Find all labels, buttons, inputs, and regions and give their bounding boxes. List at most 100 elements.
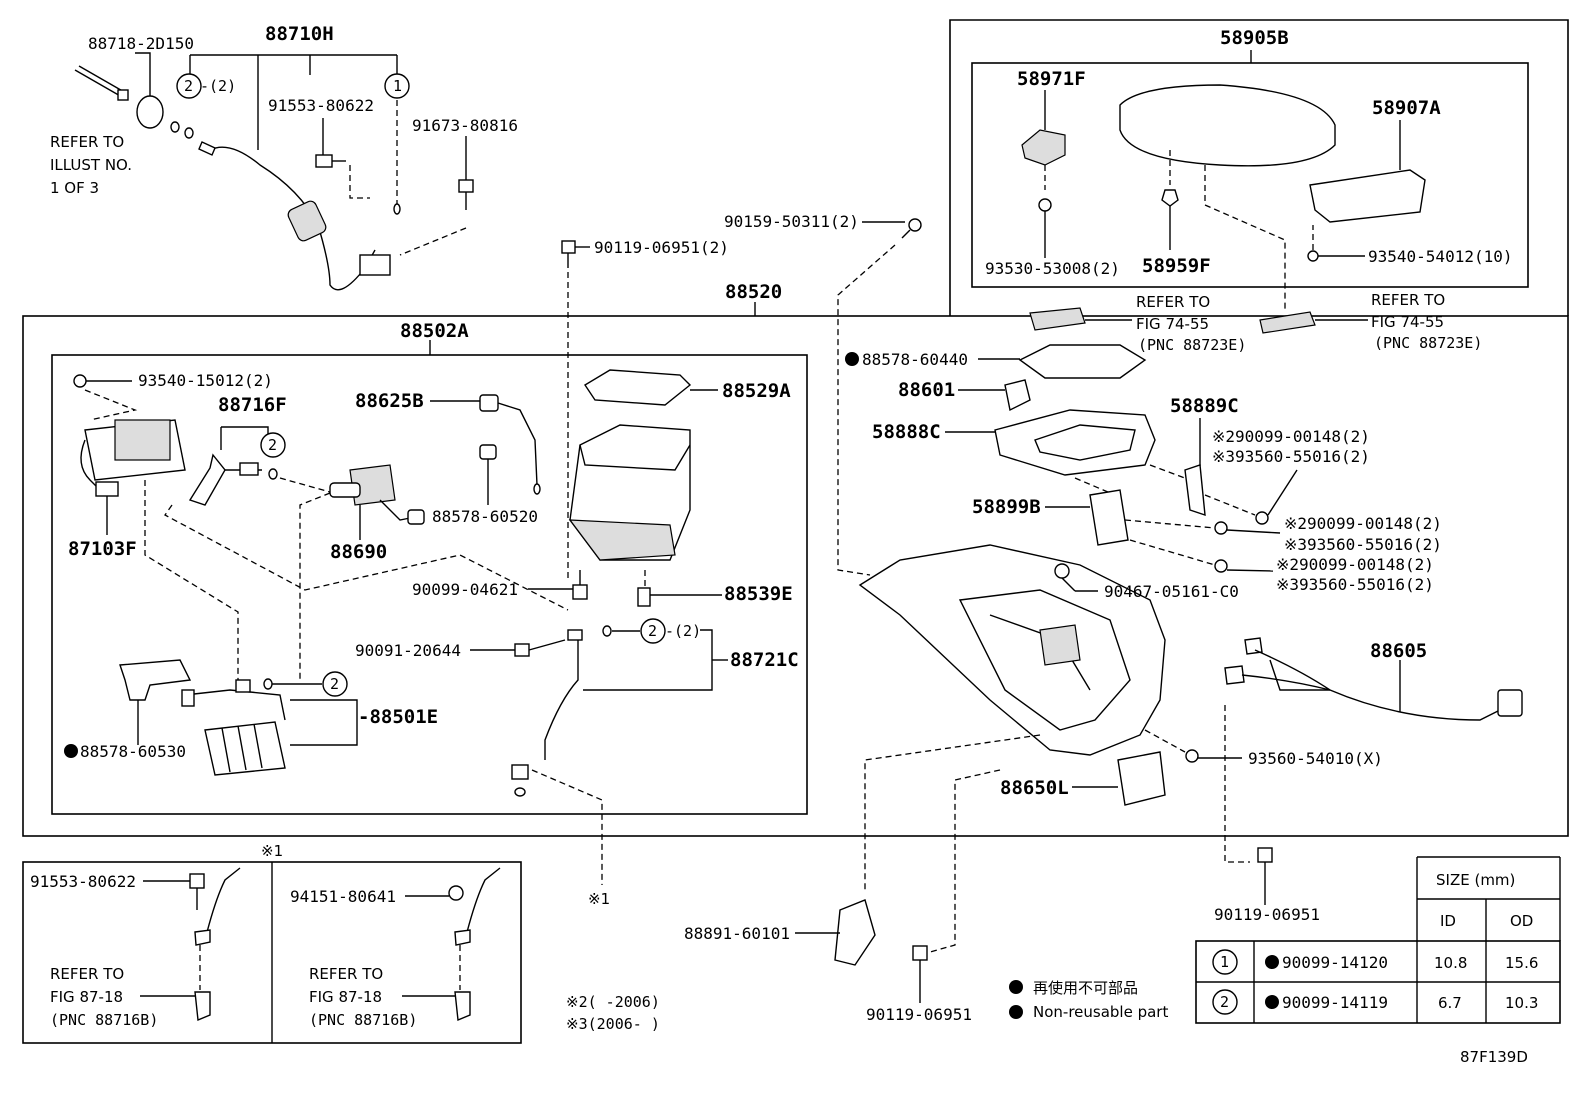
connector-88625B [479,394,499,412]
duct-88578-60530 [119,659,192,701]
label-88718-2D150: 88718-2D150 [88,34,194,53]
nut-icon [448,885,464,901]
circle-mark-2 [322,671,348,697]
label-90159-50311: 90159-50311(2) [724,212,859,231]
label-88578-60440: 88578-60440 [862,350,968,369]
bolt-icon [315,154,333,168]
label-93560-54010: 93560-54010(X) [1248,749,1383,768]
label-r2-a: ※290099-00148(2) [1212,427,1370,446]
size-table-header-od: OD [1510,912,1533,930]
refer-fig-b-2: FIG 74-55 [1371,313,1444,331]
label-58889C: 58889C [1170,395,1239,417]
size-row-id: 6.7 [1438,994,1462,1012]
screw-icon [1307,250,1319,262]
d2-refer-1: REFER TO [309,965,383,983]
assembly-frame-top-right [949,19,1569,316]
refer-fig-b-1: REFER TO [1371,291,1445,309]
connector-icon [287,200,327,242]
label-88710H: 88710H [265,23,334,45]
non-reusable-dot-icon [1265,955,1279,969]
label-90119-06951-2: 90119-06951(2) [594,238,729,257]
console-body-88520 [858,544,1166,756]
refer-line-1: REFER TO [50,133,124,151]
refer-line-3: 1 OF 3 [50,179,99,197]
cable-end-icon [117,89,129,101]
table-mark-2: 2 [1220,993,1229,1011]
size-table-header-id: ID [1440,912,1456,930]
screw-icon [1038,198,1052,212]
clip-90467 [1054,563,1070,579]
bolt-icon [189,873,205,889]
d2-refer-2: FIG 87-18 [309,988,382,1006]
label-58905B: 58905B [1220,27,1289,49]
label-r3-c: ※393560-55016(2) [1276,575,1434,594]
button-58971F [1021,129,1066,166]
harness-88605 [1254,649,1501,721]
diagram-id: 87F139D [1460,1048,1528,1066]
label-93530-53008: 93530-53008(2) [985,259,1120,278]
label-91673-80816: 91673-80816 [412,116,518,135]
label-88578-60530: 88578-60530 [80,742,186,761]
d1-refer-1: REFER TO [50,965,124,983]
bolt-icon [561,240,576,254]
label-r2-b: ※290099-00148(2) [1284,514,1442,533]
label-58959F: 58959F [1142,255,1211,277]
refer-fig-a-3: (PNC 88723E) [1138,336,1246,354]
label-88716F: 88716F [218,394,287,416]
screw-icon [908,218,922,232]
label-90119-06951-r: 90119-06951 [1214,905,1320,924]
qty-label: -(2) [665,622,701,640]
size-row-part: 90099-14120 [1282,953,1388,972]
circle-mark-2 [640,618,666,644]
pad-88723E [1029,307,1086,331]
bracket-58899B [1089,489,1129,546]
label-88891-60101: 88891-60101 [684,924,790,943]
refer-fig-b-3: (PNC 88723E) [1374,334,1482,352]
label-r3-a: ※393560-55016(2) [1212,447,1370,466]
assembly-58905B-frame [971,62,1529,288]
screw-icon [1255,511,1269,525]
module-88650L [1117,751,1166,806]
screw-icon [73,374,87,388]
circle-digit-2: 2 [184,77,193,95]
label-58907A: 58907A [1372,97,1441,119]
label-d2-bolt: 94151-80641 [290,887,396,906]
refer-fig-a-2: FIG 74-55 [1136,315,1209,333]
circle-digit-2: 2 [648,622,657,640]
label-88650L: 88650L [1000,777,1069,799]
label-58971F: 58971F [1017,68,1086,90]
circle-mark-2 [176,73,202,99]
label-r3-b: ※393560-55016(2) [1284,535,1442,554]
clip-58959F [1161,189,1179,207]
size-row-id: 10.8 [1434,954,1467,972]
size-table-title: SIZE (mm) [1436,871,1515,889]
label-93540-54012: 93540-54012(10) [1368,247,1513,266]
legend-jp: 再使用不可部品 [1033,979,1138,997]
screw-icon [1214,521,1228,535]
label-88625B: 88625B [355,390,424,412]
star1-top: ※1 [261,842,283,860]
bolt-icon [514,643,530,657]
armrest-lid-58905B [1119,84,1336,167]
label-58899B: 58899B [972,496,1041,518]
note-2: ※2( -2006) [566,993,660,1011]
pad-88723E [1259,311,1316,334]
label-88501E: -88501E [358,706,438,728]
label-r2-c: ※290099-00148(2) [1276,555,1434,574]
label-88690: 88690 [330,541,387,563]
grommet-icon [136,95,164,129]
label-88529A: 88529A [722,380,791,402]
label-88721C: 88721C [730,649,799,671]
heatsink-88501E [204,721,286,776]
label-d1-bolt: 91553-80622 [30,872,136,891]
screw-icon [1185,749,1199,763]
hinge-58907A [1309,169,1426,223]
circle-digit-2: 2 [330,675,339,693]
d1-refer-2: FIG 87-18 [50,988,123,1006]
label-88601: 88601 [898,379,955,401]
label-88578-60520: 88578-60520 [432,507,538,526]
clip-88539E [637,587,651,607]
label-88520: 88520 [725,281,782,303]
qty-label: -(2) [200,77,236,95]
